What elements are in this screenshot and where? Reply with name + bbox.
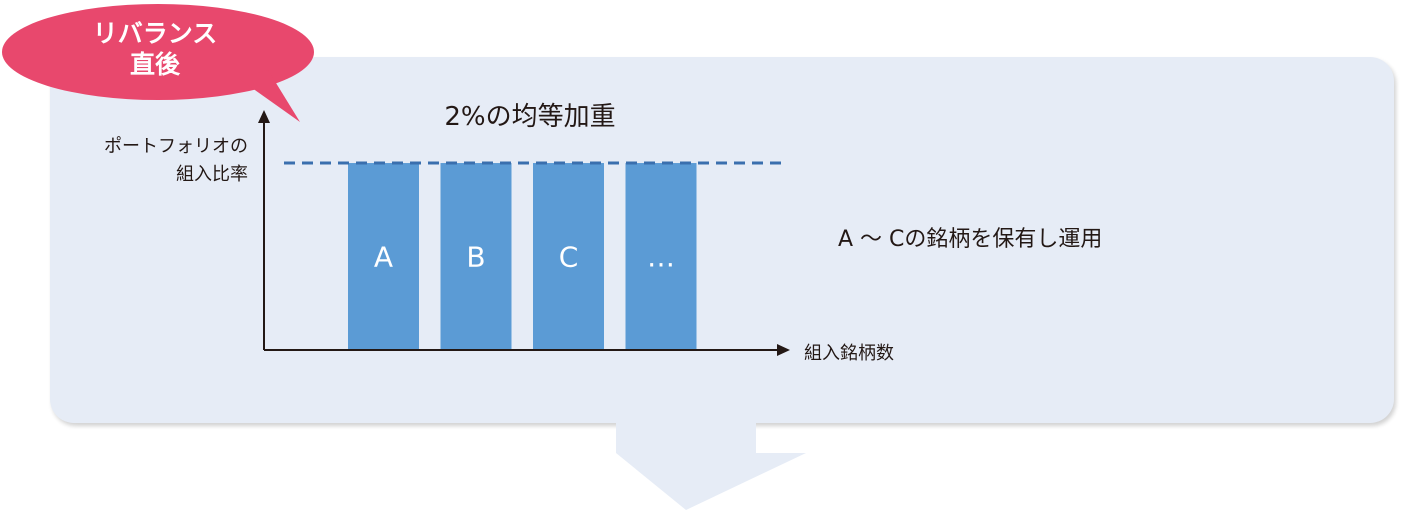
- bar-3: [533, 163, 604, 350]
- bar-label-4: …: [647, 241, 675, 274]
- bar-label-2: B: [466, 241, 485, 274]
- badge-line-2: 直後: [129, 50, 180, 79]
- bar-1: [348, 163, 419, 350]
- y-axis-label: ポートフォリオの 組入比率: [62, 133, 248, 189]
- x-axis-label: 組入銘柄数: [804, 343, 894, 364]
- y-axis-label-line-2: 組入比率: [176, 164, 248, 185]
- down-arrow-icon: [616, 420, 806, 510]
- chart-title: 2%の均等加重: [444, 102, 616, 132]
- bar-2: [440, 163, 512, 350]
- bar-label-3: C: [559, 241, 579, 274]
- speech-bubble: [2, 4, 314, 122]
- badge-line-1: リバランス: [92, 19, 218, 48]
- y-axis-arrow-icon: [258, 110, 270, 123]
- y-axis-label-line-1: ポートフォリオの: [104, 136, 248, 157]
- bar-label-1: A: [374, 241, 393, 274]
- x-axis-arrow-icon: [777, 344, 790, 356]
- bar-4: [625, 163, 697, 350]
- content-panel: [50, 57, 1394, 423]
- badge-label: リバランス 直後: [40, 18, 270, 80]
- holding-note: A ～ Cの銘柄を保有し運用: [838, 227, 1103, 252]
